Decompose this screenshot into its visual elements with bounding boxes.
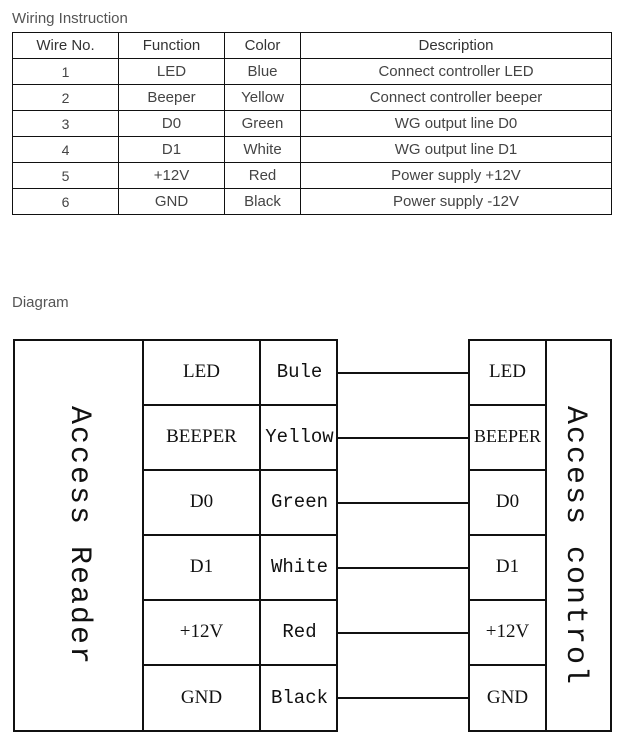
divider	[468, 469, 545, 471]
controller-function-label: BEEPER	[473, 426, 541, 446]
wiring-table: Wire No. Function Color Description 1 LE…	[12, 32, 612, 215]
description-cell: WG output line D0	[300, 110, 612, 137]
function-cell: D0	[118, 110, 225, 137]
wire-color-label: Bule	[276, 360, 323, 383]
divider	[468, 404, 545, 406]
wire-no-cell: 1	[12, 58, 119, 85]
reader-function-label: D1	[189, 555, 214, 577]
wire-color-label: Green	[270, 490, 328, 513]
divider	[545, 339, 547, 732]
divider	[468, 664, 545, 666]
table-row: 2 Beeper Yellow Connect controller beepe…	[12, 84, 612, 111]
description-cell: Connect controller LED	[300, 58, 612, 85]
diagram-heading: Diagram	[12, 294, 69, 311]
reader-function-label: +12V	[179, 620, 224, 642]
header-description: Description	[300, 32, 612, 59]
controller-function-label: LED	[489, 360, 526, 382]
divider	[142, 404, 338, 406]
function-cell: Beeper	[118, 84, 225, 111]
table-row: 5 +12V Red Power supply +12V	[12, 162, 612, 189]
function-cell: D1	[118, 136, 225, 163]
wire-line	[338, 697, 468, 699]
access-reader-title: Access Reader	[62, 406, 96, 667]
function-cell: LED	[118, 58, 225, 85]
description-cell: Connect controller beeper	[300, 84, 612, 111]
wire-no-cell: 4	[12, 136, 119, 163]
wire-line	[338, 502, 468, 504]
reader-function-label: GND	[180, 687, 223, 708]
color-cell: White	[224, 136, 301, 163]
function-cell: GND	[118, 188, 225, 215]
controller-function-label: GND	[486, 687, 529, 708]
description-cell: Power supply +12V	[300, 162, 612, 189]
wire-no-cell: 6	[12, 188, 119, 215]
table-header-row: Wire No. Function Color Description	[12, 32, 612, 59]
header-function: Function	[118, 32, 225, 59]
reader-function-label: D0	[189, 490, 214, 512]
wire-line	[338, 437, 468, 439]
wire-no-cell: 3	[12, 110, 119, 137]
divider	[142, 664, 338, 666]
color-cell: Blue	[224, 58, 301, 85]
table-row: 6 GND Black Power supply -12V	[12, 188, 612, 215]
description-cell: WG output line D1	[300, 136, 612, 163]
color-cell: Red	[224, 162, 301, 189]
access-control-title: Access control	[558, 406, 592, 687]
color-cell: Black	[224, 188, 301, 215]
wiring-diagram: Access Reader LED BEEPER D0 D1 +12V GND …	[13, 339, 612, 732]
divider	[142, 599, 338, 601]
table-row: 3 D0 Green WG output line D0	[12, 110, 612, 137]
wire-no-cell: 2	[12, 84, 119, 111]
controller-function-label: D1	[495, 555, 520, 577]
color-cell: Yellow	[224, 84, 301, 111]
color-cell: Green	[224, 110, 301, 137]
divider	[142, 534, 338, 536]
table-row: 1 LED Blue Connect controller LED	[12, 58, 612, 85]
header-wire-no: Wire No.	[12, 32, 119, 59]
wire-no-cell: 5	[12, 162, 119, 189]
divider	[142, 469, 338, 471]
divider	[468, 599, 545, 601]
reader-function-label: LED	[183, 360, 220, 382]
reader-function-label: BEEPER	[166, 425, 237, 447]
wire-color-label: Red	[282, 620, 317, 643]
function-cell: +12V	[118, 162, 225, 189]
wire-line	[338, 632, 468, 634]
divider	[468, 534, 545, 536]
wire-line	[338, 567, 468, 569]
controller-function-label: +12V	[485, 620, 530, 642]
description-cell: Power supply -12V	[300, 188, 612, 215]
wire-color-label: Yellow	[265, 425, 334, 448]
wire-color-label: White	[270, 555, 328, 578]
wire-color-label: Black	[270, 687, 328, 709]
controller-function-label: D0	[495, 490, 520, 512]
table-row: 4 D1 White WG output line D1	[12, 136, 612, 163]
wire-line	[338, 372, 468, 374]
header-color: Color	[224, 32, 301, 59]
wiring-instruction-heading: Wiring Instruction	[12, 10, 128, 27]
